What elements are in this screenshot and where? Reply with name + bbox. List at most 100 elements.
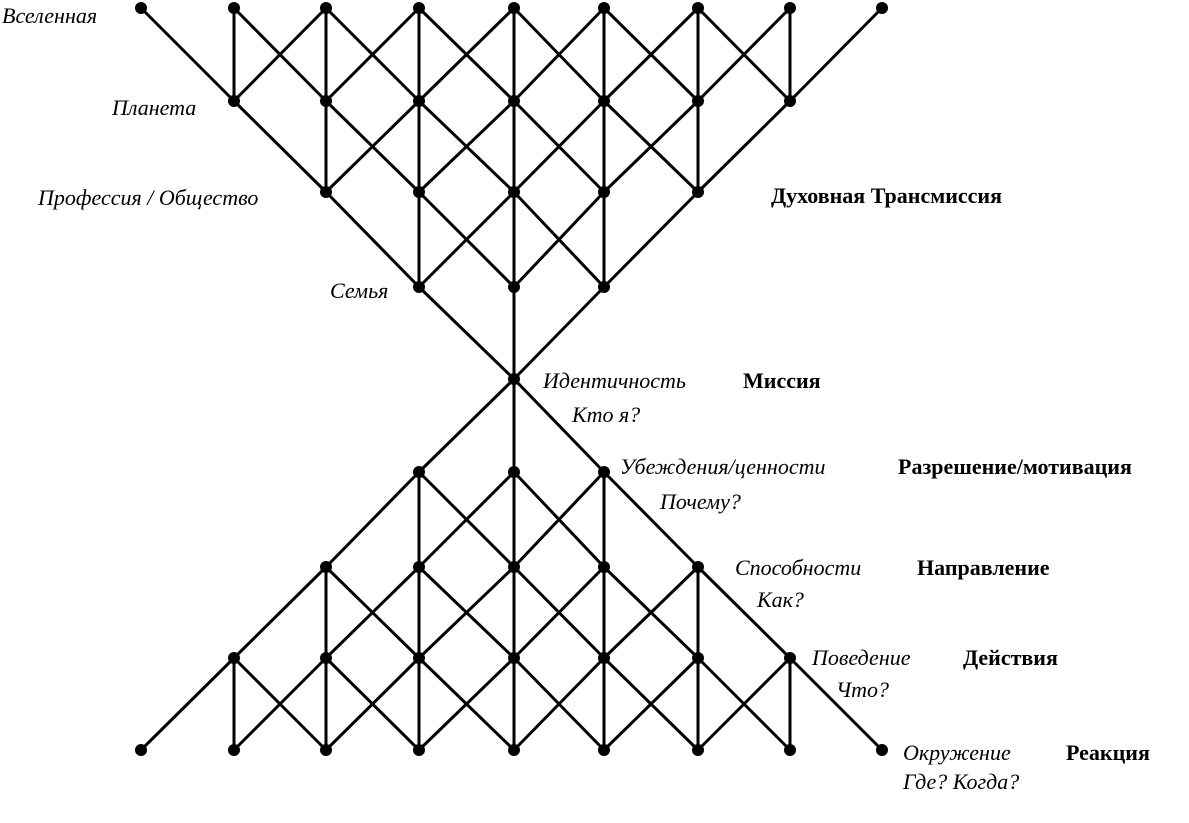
edge-90 <box>602 656 700 752</box>
edge-54 <box>417 470 516 569</box>
edge-45 <box>417 285 516 381</box>
edge-72 <box>602 565 700 660</box>
label-behavior: Поведение <box>811 645 911 670</box>
label-identity: Идентичность <box>542 368 686 393</box>
edge-18 <box>696 6 792 103</box>
node-41 <box>228 744 240 756</box>
edge-60 <box>232 565 328 660</box>
function-permission-motivation: Разрешение/мотивация <box>898 454 1132 479</box>
function-actions: Действия <box>963 645 1058 670</box>
edge-48 <box>417 377 516 474</box>
label-beliefs-values: Убеждения/ценности <box>620 454 825 479</box>
label-universe: Вселенная <box>2 3 97 28</box>
node-39 <box>784 652 796 664</box>
node-21 <box>413 281 425 293</box>
node-7 <box>784 2 796 14</box>
node-42 <box>320 744 332 756</box>
edge-27 <box>417 99 516 194</box>
node-33 <box>228 652 240 664</box>
edge-63 <box>324 565 421 660</box>
edge-78 <box>232 656 328 752</box>
network-edges <box>139 6 884 752</box>
node-15 <box>784 95 796 107</box>
node-20 <box>692 186 704 198</box>
edge-42 <box>512 190 606 289</box>
node-2 <box>320 2 332 14</box>
node-44 <box>508 744 520 756</box>
edge-74 <box>696 565 792 660</box>
node-0 <box>135 2 147 14</box>
node-48 <box>876 744 888 756</box>
label-family: Семья <box>330 278 388 303</box>
node-26 <box>508 466 520 478</box>
node-29 <box>413 561 425 573</box>
label-environment: Окружение <box>903 740 1011 765</box>
network-nodes <box>135 2 888 756</box>
node-11 <box>413 95 425 107</box>
node-34 <box>320 652 332 664</box>
node-8 <box>876 2 888 14</box>
node-35 <box>413 652 425 664</box>
node-47 <box>784 744 796 756</box>
label-profession-society: Профессия / Общество <box>37 185 258 210</box>
node-25 <box>413 466 425 478</box>
node-18 <box>508 186 520 198</box>
edge-21 <box>232 99 328 194</box>
edge-84 <box>417 656 516 752</box>
edge-24 <box>324 99 421 194</box>
edge-51 <box>324 470 421 569</box>
label-beliefs-question: Почему? <box>659 489 741 514</box>
node-36 <box>508 652 520 664</box>
edge-3 <box>232 6 328 103</box>
node-32 <box>692 561 704 573</box>
node-5 <box>598 2 610 14</box>
edge-69 <box>512 565 606 660</box>
node-24 <box>508 373 520 385</box>
edge-59 <box>602 470 700 569</box>
node-10 <box>320 95 332 107</box>
node-43 <box>413 744 425 756</box>
label-planet: Планета <box>111 95 196 120</box>
function-mission: Миссия <box>743 368 821 393</box>
edge-36 <box>324 190 421 289</box>
label-behavior-question: Что? <box>836 677 889 702</box>
function-reaction: Реакция <box>1066 740 1150 765</box>
label-capabilities: Способности <box>735 555 861 580</box>
edge-12 <box>512 6 606 103</box>
node-40 <box>135 744 147 756</box>
edge-66 <box>417 565 516 660</box>
node-46 <box>692 744 704 756</box>
edge-9 <box>417 6 516 103</box>
function-spiritual-transmission: Духовная Трансмиссия <box>771 183 1002 208</box>
node-30 <box>508 561 520 573</box>
label-capabilities-question: Как? <box>756 587 804 612</box>
function-direction: Направление <box>917 555 1050 580</box>
node-28 <box>320 561 332 573</box>
node-38 <box>692 652 704 664</box>
node-17 <box>413 186 425 198</box>
node-13 <box>598 95 610 107</box>
edge-87 <box>512 656 606 752</box>
node-31 <box>598 561 610 573</box>
node-6 <box>692 2 704 14</box>
node-45 <box>598 744 610 756</box>
edge-35 <box>696 99 792 194</box>
edge-20 <box>788 6 884 103</box>
edge-0 <box>139 6 236 103</box>
node-4 <box>508 2 520 14</box>
edge-33 <box>602 99 700 194</box>
edge-30 <box>512 99 606 194</box>
node-22 <box>508 281 520 293</box>
edge-15 <box>602 6 700 103</box>
edge-57 <box>512 470 606 569</box>
node-14 <box>692 95 704 107</box>
edge-44 <box>602 190 700 289</box>
edge-93 <box>696 656 792 752</box>
edge-81 <box>324 656 421 752</box>
node-19 <box>598 186 610 198</box>
node-16 <box>320 186 332 198</box>
label-identity-question: Кто я? <box>571 402 640 427</box>
node-9 <box>228 95 240 107</box>
node-1 <box>228 2 240 14</box>
